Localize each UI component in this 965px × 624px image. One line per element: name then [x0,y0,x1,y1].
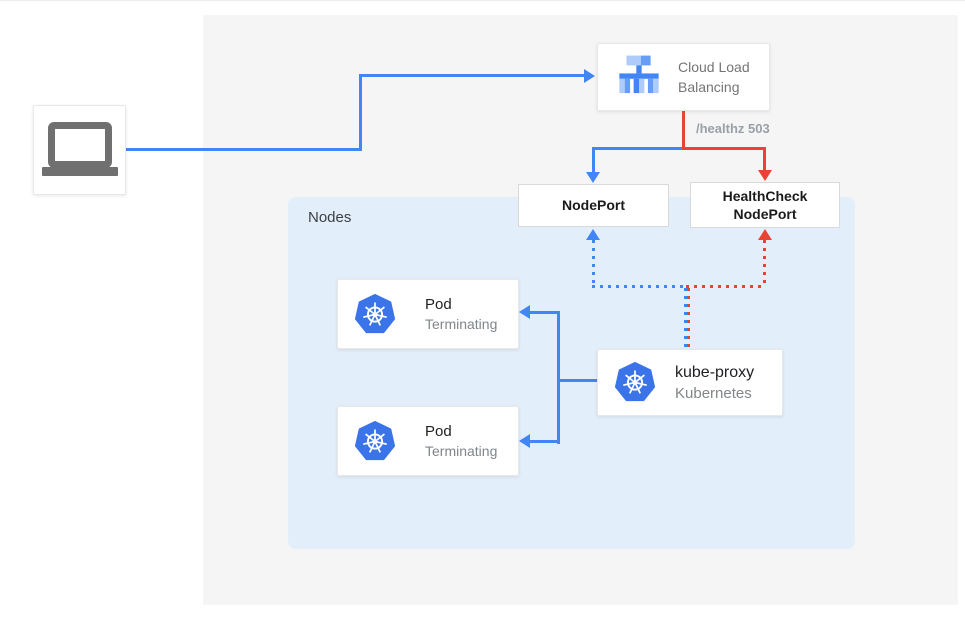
arrowhead-into-healthcheck-nodeport [758,170,772,181]
pod-card: Pod Terminating [337,279,519,349]
connector-into-pod2 [528,440,560,443]
nodes-group-label: Nodes [308,209,352,226]
kube-proxy-title: kube-proxy [675,363,755,381]
kubernetes-icon [614,361,656,402]
dotted-red-from-kubeproxy [687,288,690,349]
connector-down-to-healthcheck [763,147,766,172]
connector-client-to-lb-vertical [359,74,362,151]
pod-title: Pod [425,296,452,313]
arrowhead-kubeproxy-to-healthcheck [758,229,772,240]
client-card [33,105,126,195]
pod-title: Pod [425,423,452,440]
kubernetes-icon [354,420,396,460]
dotted-blue-horizontal [592,285,688,288]
healthcheck-nodeport-box: HealthCheck NodePort [690,182,840,228]
pod-status: Terminating [425,316,498,332]
kube-proxy-card: kube-proxy Kubernetes [597,349,783,416]
laptop-screen [48,122,112,168]
connector-kubeproxy-out [560,379,597,382]
kubernetes-icon [354,293,396,333]
dotted-blue-vertical [592,240,595,287]
healthz-status-label: /healthz 503 [696,121,770,136]
laptop-base [42,167,118,176]
connector-down-to-nodeport [592,147,595,174]
connector-client-to-lb-horizontal [126,148,362,151]
arrowhead-into-nodeport [586,172,600,183]
dotted-red-vertical [763,240,766,287]
connector-pods-vertical [557,311,560,444]
arrowhead-into-pod1 [519,305,530,319]
connector-split-right-red [682,147,766,150]
arrowhead-into-pod2 [519,434,530,448]
pod-status: Terminating [425,443,498,459]
connector-split-left-blue [592,147,684,150]
arrowhead-into-load-balancer [584,69,595,83]
dotted-red-horizontal [686,285,765,288]
connector-into-pod1 [528,311,560,314]
dotted-blue-from-kubeproxy [684,288,687,349]
load-balancer-label: Cloud Load Balancing [678,59,750,95]
nodeport-box: NodePort [518,184,669,227]
cloud-load-balancing-icon [619,55,659,94]
kube-proxy-subtitle: Kubernetes [675,384,752,402]
arrowhead-kubeproxy-to-nodeport [586,229,600,240]
connector-client-to-lb-top [359,74,584,77]
load-balancer-card: Cloud Load Balancing [597,43,770,111]
connector-lb-down-red [682,111,685,150]
pod-card: Pod Terminating [337,406,519,476]
